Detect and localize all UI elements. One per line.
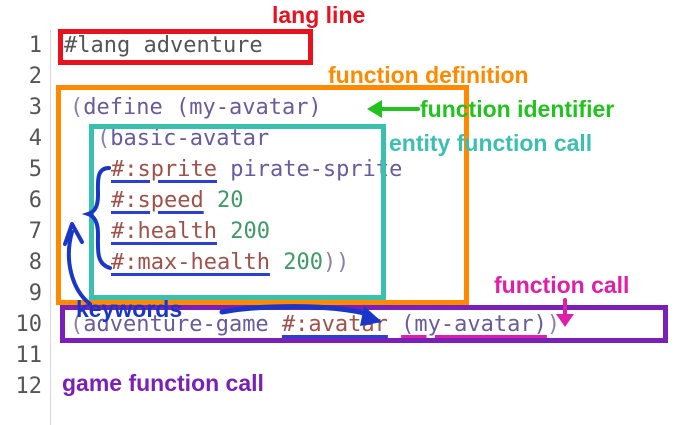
function-call-arrow-icon <box>556 298 574 327</box>
line-number: 7 <box>28 219 42 244</box>
code-line-1: #lang adventure <box>64 31 263 61</box>
function-definition-box <box>56 85 469 305</box>
value-speed: 20 <box>203 188 244 213</box>
paren: ( <box>97 126 111 151</box>
line-number: 8 <box>28 250 42 275</box>
line-number: 9 <box>28 281 42 306</box>
line-number: 2 <box>28 64 42 89</box>
line-number: 10 <box>15 312 43 337</box>
label-function-definition: function definition <box>328 62 529 88</box>
gutter-divider <box>50 30 51 425</box>
value-max-health: 200 <box>269 250 323 275</box>
paren: ) <box>546 312 561 337</box>
my-avatar-call: (my-avatar) <box>401 312 547 337</box>
paren: )) <box>322 250 350 275</box>
line-number: 6 <box>28 188 42 213</box>
code-line-3: (define (my-avatar) <box>70 93 322 123</box>
line-number: 3 <box>28 95 42 120</box>
keywords-brace-icon <box>81 166 112 270</box>
keyword-speed: #:speed <box>111 188 204 213</box>
code-line-5: #:sprite pirate-sprite <box>111 155 402 185</box>
keywords-right-arrow-icon <box>219 304 382 326</box>
code-line-6: #:speed 20 <box>111 186 243 216</box>
code-line-7: #:health 200 <box>111 217 270 247</box>
define-keyword: define <box>83 95 163 120</box>
basic-avatar-call: basic-avatar <box>110 126 270 151</box>
line-number: 5 <box>28 157 42 182</box>
lang-declaration: #lang adventure <box>64 33 263 58</box>
label-keywords: keywords <box>76 296 183 322</box>
value-pirate-sprite: pirate-sprite <box>216 157 403 182</box>
adventure-game-call: adventure-game <box>83 312 282 337</box>
keyword-sprite: #:sprite <box>111 157 217 182</box>
keywords-left-arrow-icon <box>63 222 92 306</box>
label-function-call: function call <box>494 272 630 298</box>
keyword-max-health: #:max-health <box>111 250 270 275</box>
paren: ( <box>70 95 84 120</box>
code-line-4: (basic-avatar <box>97 124 269 154</box>
label-entity-function-call: entity function call <box>389 130 593 156</box>
line-number: 4 <box>28 126 42 151</box>
label-game-function-call: game function call <box>62 370 264 396</box>
keyword-health: #:health <box>111 219 217 244</box>
lang-line-box <box>58 29 313 65</box>
code-line-10: (adventure-game #:avatar (my-avatar)) <box>70 310 560 340</box>
line-number: 11 <box>15 343 43 368</box>
identifier-arrow-icon <box>367 100 420 118</box>
value-health: 200 <box>216 219 270 244</box>
label-function-identifier: function identifier <box>420 96 615 122</box>
line-number: 1 <box>28 33 42 58</box>
function-identifier-text: (my-avatar) <box>175 95 322 120</box>
code-line-8: #:max-health 200)) <box>111 248 349 278</box>
label-lang-line: lang line <box>272 2 366 28</box>
paren: ( <box>70 312 84 337</box>
line-number: 12 <box>15 374 43 399</box>
